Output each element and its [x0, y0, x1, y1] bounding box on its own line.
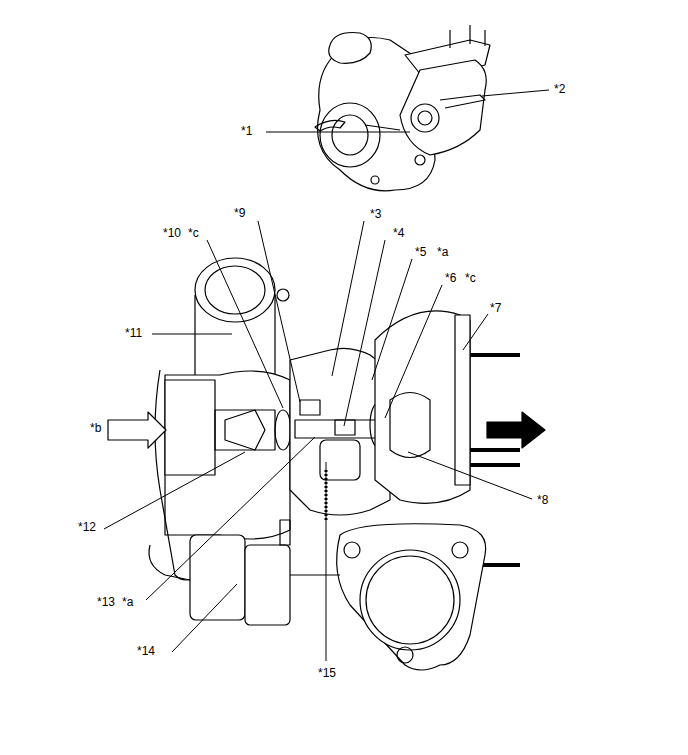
callout-number: *9 [233, 206, 246, 220]
callout-number: *3 [369, 207, 382, 221]
leader-lines [104, 90, 549, 661]
callout-number: *2 [553, 82, 566, 96]
callout-number: *a [121, 595, 134, 609]
callout-number: *10 [162, 226, 182, 240]
callout-number: *12 [77, 520, 97, 534]
outlet-flange [337, 524, 486, 670]
intake-pipe [195, 258, 289, 385]
callout-number: *13 [96, 595, 116, 609]
callout-number: *11 [124, 326, 143, 340]
callout-number: *7 [489, 301, 502, 315]
callout-number: *c [187, 226, 200, 240]
callout-number: *15 [317, 666, 337, 680]
callout-number: *6 [444, 271, 457, 285]
callout-number: *14 [136, 644, 156, 658]
callout-number: *8 [536, 493, 549, 507]
callout-number: *c [464, 271, 477, 285]
wastegate-actuator [149, 520, 340, 625]
callout-number: *b [89, 421, 102, 435]
callout-number: *4 [392, 226, 405, 240]
intake-arrow [108, 412, 166, 448]
turbo-overview [315, 25, 490, 191]
outlet-arrow [487, 412, 545, 448]
callout-number: *5 [414, 245, 427, 259]
callout-number: *a [436, 245, 449, 259]
callout-number: *1 [240, 124, 253, 138]
